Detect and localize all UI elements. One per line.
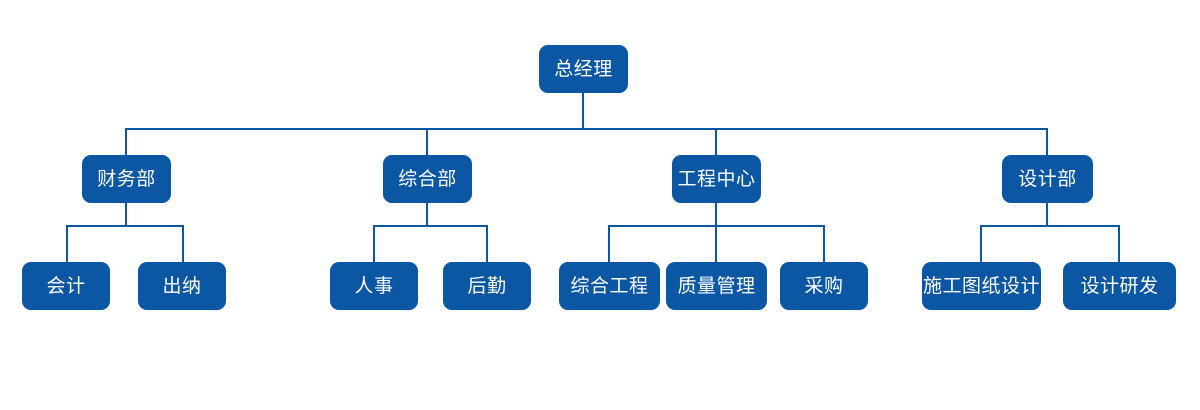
node-label-construction-drawing-design: 施工图纸设计 [923,274,1041,297]
connector-finance-bus [66,225,184,227]
connector-drop-quality-management [715,225,717,262]
node-finance-department[interactable]: 财务部 [82,155,171,203]
node-label-logistics: 后勤 [467,274,507,297]
connector-drop-finance [125,128,127,156]
node-label-design-department: 设计部 [1018,167,1077,190]
node-label-cashier: 出纳 [162,274,202,297]
node-design-research-development[interactable]: 设计研发 [1063,262,1176,310]
node-general-engineering[interactable]: 综合工程 [559,262,660,310]
node-label-accounting: 会计 [46,274,86,297]
node-label-procurement: 采购 [804,274,844,297]
node-design-department[interactable]: 设计部 [1002,155,1093,203]
connector-drop-design [1046,128,1048,156]
connector-drop-cashier [182,225,184,262]
node-label-finance-department: 财务部 [97,167,156,190]
connector-drop-procurement [823,225,825,262]
node-label-human-resources: 人事 [354,274,394,297]
connector-general-stem [426,203,428,227]
node-procurement[interactable]: 采购 [780,262,868,310]
connector-engineering-stem [715,203,717,227]
connector-general-bus [373,225,488,227]
connector-drop-general-engineering [608,225,610,262]
node-label-design-research-development: 设计研发 [1080,274,1159,297]
connector-drop-drawing-design [980,225,982,262]
node-engineering-center[interactable]: 工程中心 [672,155,761,203]
node-general-manager[interactable]: 总经理 [539,45,628,93]
node-label-general-affairs-department: 综合部 [398,167,457,190]
node-quality-management[interactable]: 质量管理 [666,262,767,310]
connector-drop-logistics [486,225,488,262]
node-label-general-manager: 总经理 [554,57,613,80]
connector-drop-engineering [715,128,717,156]
connector-drop-hr [373,225,375,262]
node-general-affairs-department[interactable]: 综合部 [383,155,472,203]
node-logistics[interactable]: 后勤 [443,262,531,310]
connector-main-bus [125,128,1048,130]
connector-finance-stem [125,203,127,227]
connector-design-bus [980,225,1120,227]
node-label-general-engineering: 综合工程 [570,274,649,297]
node-label-quality-management: 质量管理 [677,274,756,297]
node-cashier[interactable]: 出纳 [138,262,226,310]
connector-drop-design-rd [1118,225,1120,262]
node-human-resources[interactable]: 人事 [330,262,418,310]
connector-drop-accounting [66,225,68,262]
connector-root-stem [582,93,584,130]
connector-drop-general [426,128,428,156]
node-construction-drawing-design[interactable]: 施工图纸设计 [922,262,1041,310]
node-label-engineering-center: 工程中心 [677,167,756,190]
node-accounting[interactable]: 会计 [22,262,110,310]
connector-design-stem [1046,203,1048,227]
